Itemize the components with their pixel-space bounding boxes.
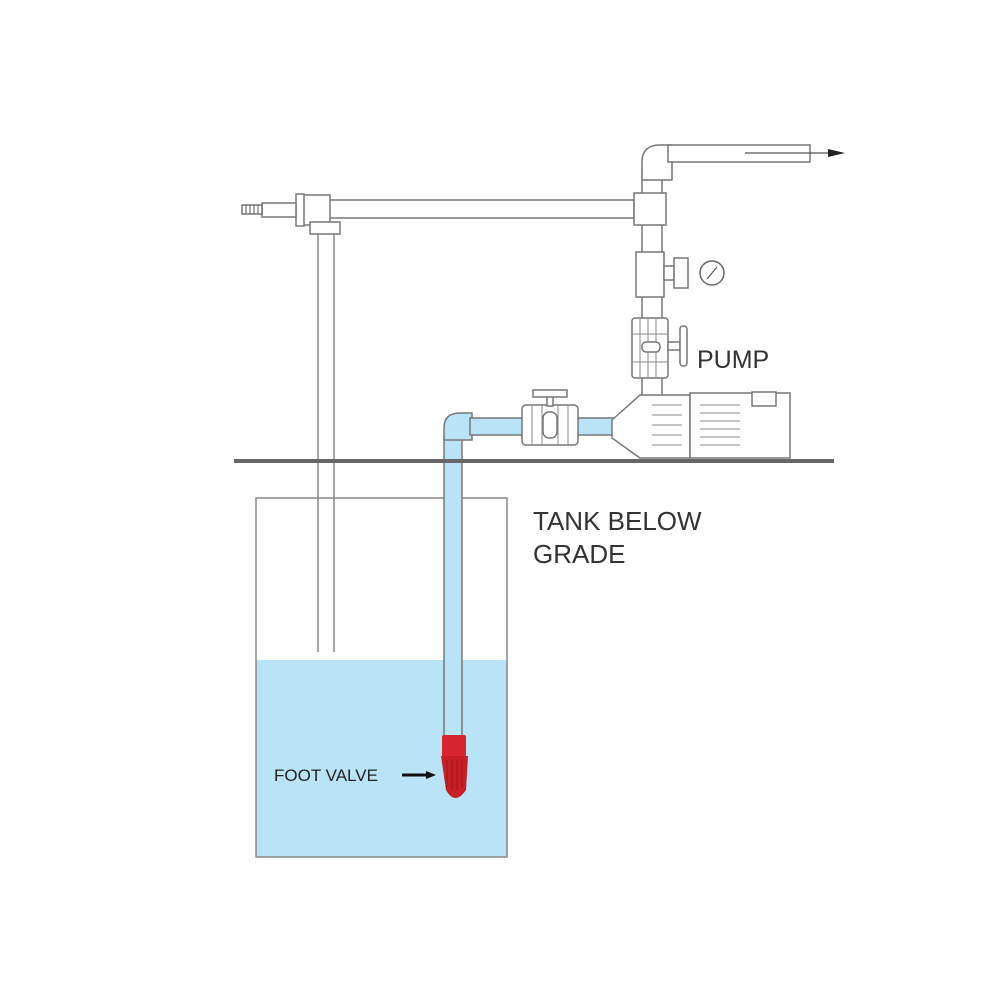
tee-fitting xyxy=(299,194,331,226)
ground-line xyxy=(234,459,834,463)
valve-handle xyxy=(532,389,568,398)
pump-label: PUMP xyxy=(697,346,770,374)
tee-fitting xyxy=(633,192,667,226)
gauge-tee xyxy=(635,251,665,298)
return-pipe xyxy=(317,228,335,652)
foot-valve xyxy=(441,735,468,798)
bypass-pipe xyxy=(241,193,635,235)
handwheel xyxy=(679,325,688,367)
foot-valve-arrow-icon xyxy=(402,771,436,779)
tank xyxy=(255,497,508,858)
tank-label-line2: GRADE xyxy=(533,539,626,569)
suction-pipe xyxy=(443,389,616,739)
ball-valve xyxy=(521,389,579,446)
discharge-pipe xyxy=(631,144,811,401)
screw-plug xyxy=(241,204,263,215)
tank-label: TANK BELOW GRADE xyxy=(533,505,702,571)
pump xyxy=(611,391,791,459)
flange xyxy=(295,193,305,227)
tank-label-line1: TANK BELOW xyxy=(533,506,702,536)
water xyxy=(256,660,507,857)
pressure-gauge-icon xyxy=(699,260,725,286)
foot-valve-label: FOOT VALVE xyxy=(274,766,378,785)
flow-arrow-icon xyxy=(828,149,845,157)
gate-valve xyxy=(631,317,688,379)
